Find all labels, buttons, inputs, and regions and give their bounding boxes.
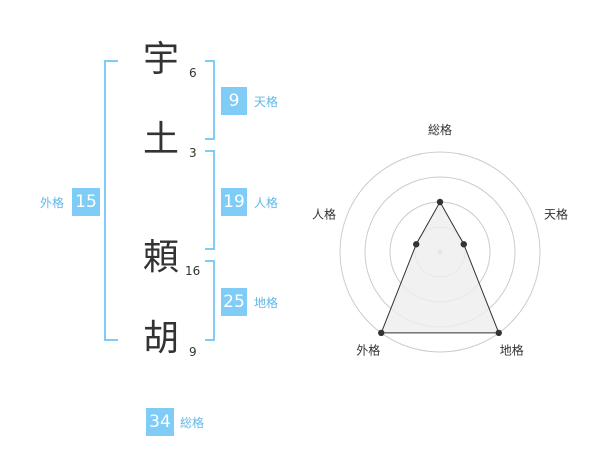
stroke-count-3: 16 <box>185 264 201 278</box>
soukaku-value: 34 <box>146 408 174 436</box>
stroke-count-4: 9 <box>189 345 197 359</box>
name-char-4: 胡 <box>143 318 180 359</box>
radar-axis-label: 人格 <box>312 206 336 221</box>
radar-axis-label: 地格 <box>500 343 524 358</box>
tenkaku-bracket <box>205 60 215 140</box>
stroke-count-1: 6 <box>189 66 197 80</box>
tenkaku-value: 9 <box>221 87 247 115</box>
tenkaku-label: 天格 <box>254 95 279 109</box>
jinkaku-bracket <box>205 150 215 250</box>
radar-point <box>460 241 467 248</box>
chikaku-value: 25 <box>221 288 247 316</box>
gaikaku-value: 15 <box>72 188 100 216</box>
radar-point <box>495 329 502 337</box>
radar-point <box>436 198 444 206</box>
jinkaku-value: 19 <box>221 188 247 216</box>
name-char-1: 宇 <box>143 39 180 80</box>
name-char-3: 頼 <box>143 237 180 278</box>
stroke-count-2: 3 <box>189 146 197 160</box>
soukaku-label: 総格 <box>180 416 205 430</box>
gaikaku-label: 外格 <box>40 196 65 210</box>
radar-axis-label: 総格 <box>428 122 452 137</box>
radar-axis-label: 外格 <box>356 343 380 358</box>
radar-polygon <box>380 200 500 334</box>
radar-point <box>413 241 420 248</box>
chikaku-bracket <box>205 260 215 341</box>
jinkaku-label: 人格 <box>254 196 279 210</box>
radar-point <box>378 329 385 337</box>
radar-ring <box>339 151 541 353</box>
name-char-2: 土 <box>143 119 180 160</box>
radar-axis-label: 天格 <box>544 206 568 221</box>
chikaku-label: 地格 <box>254 296 279 310</box>
gaikaku-bracket <box>104 60 118 341</box>
